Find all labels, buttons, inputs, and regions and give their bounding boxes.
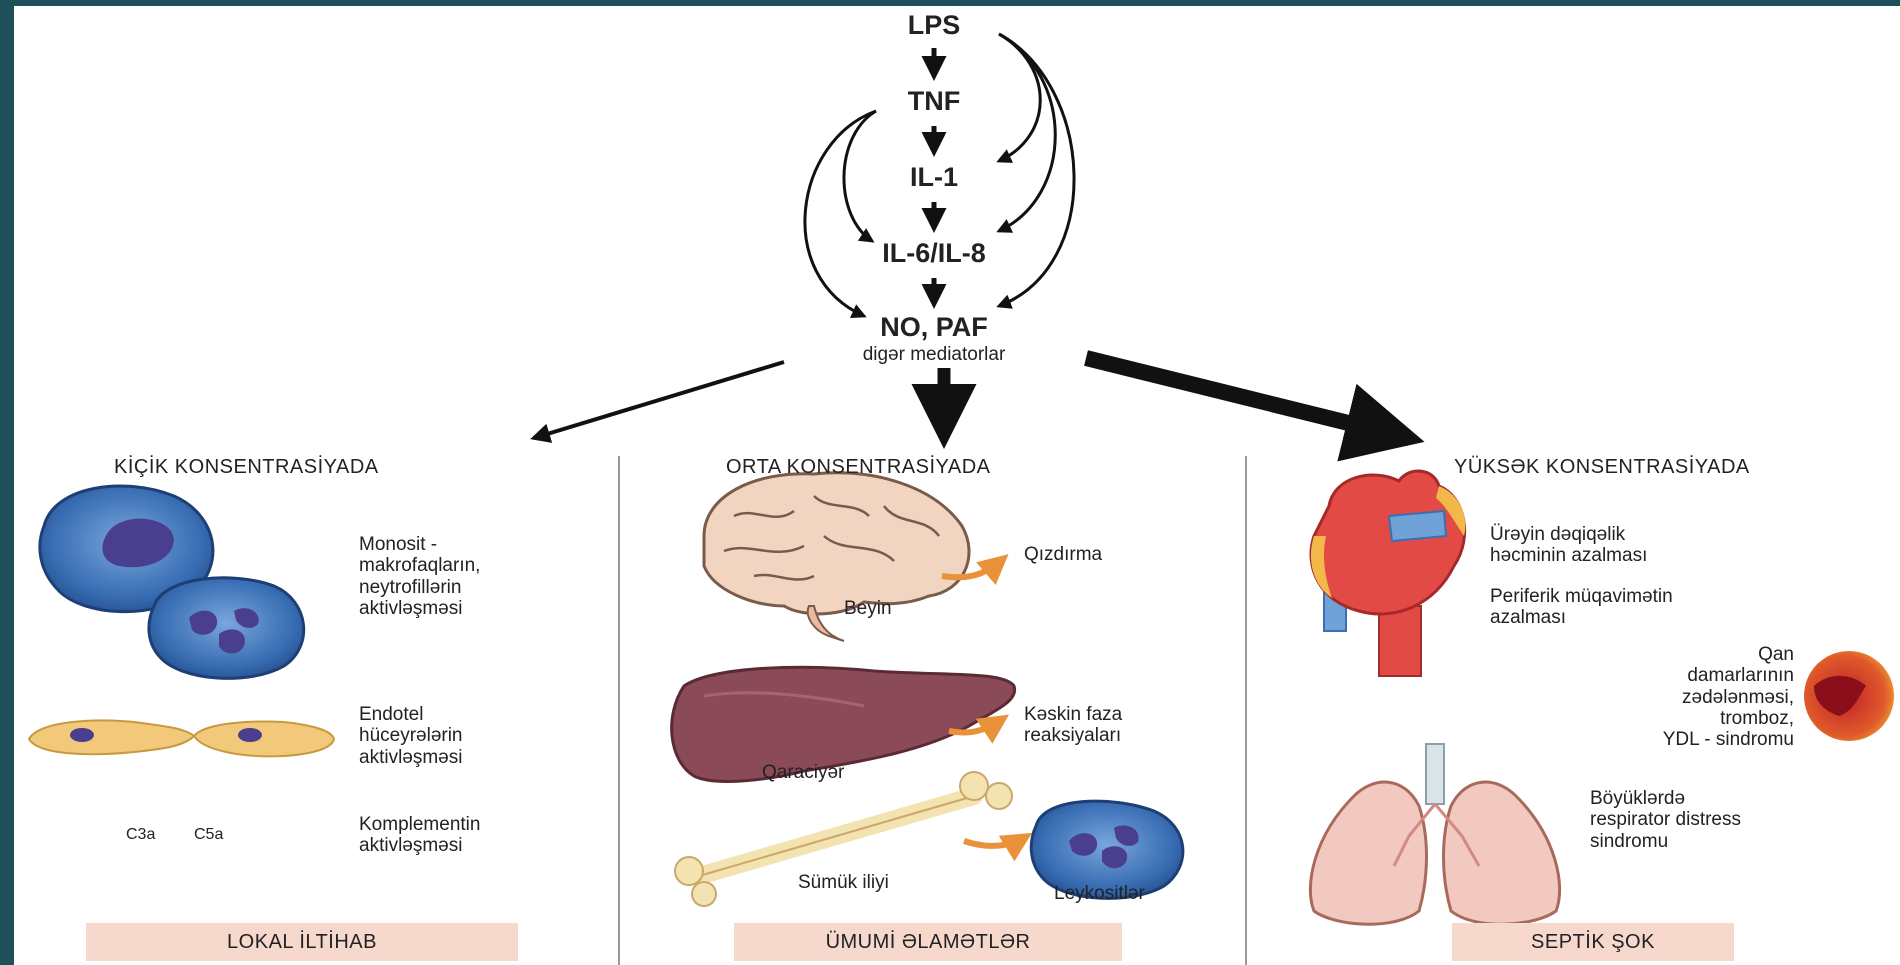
chain-no-paf: NO, PAF xyxy=(804,312,1064,342)
low-concentration-heading: KİÇİK KONSENTRASİYADA xyxy=(114,456,379,478)
peripheral-resistance-label: Periferik müqavimətin azalması xyxy=(1490,586,1673,629)
endothelial-cells-illustration xyxy=(29,720,334,756)
ards-label: Böyüklərdə respirator distress sindromu xyxy=(1590,788,1741,852)
arrow-to-low xyxy=(534,362,784,438)
high-concentration-heading: YÜKSƏK KONSENTRASİYADA xyxy=(1454,456,1750,478)
cardiac-output-label: Ürəyin dəqiqəlik həcminin azalması xyxy=(1490,524,1647,567)
liver-label: Qaraciyər xyxy=(762,762,844,783)
endothelial-activation-label: Endotel hüceyrələrin aktivləşməsi xyxy=(359,704,463,768)
fever-label: Qızdırma xyxy=(1024,544,1102,565)
mid-concentration-heading: ORTA KONSENTRASİYADA xyxy=(726,456,991,478)
c5a-label: C5a xyxy=(194,826,223,844)
chain-il6-il8: IL-6/IL-8 xyxy=(804,238,1064,268)
local-inflammation-footer: LOKAL İLTİHAB xyxy=(86,923,518,961)
brain-illustration xyxy=(704,473,969,641)
bone-marrow-label: Sümük iliyi xyxy=(798,872,889,893)
c3a-label: C3a xyxy=(126,826,155,844)
leukocytes-label: Leykositlər xyxy=(1054,883,1145,904)
lungs-illustration xyxy=(1310,744,1559,924)
chain-tnf: TNF xyxy=(804,86,1064,116)
blood-clot-illustration xyxy=(1804,651,1894,741)
brain-label: Beyin xyxy=(844,598,892,619)
acute-phase-label: Kəskin faza reaksiyaları xyxy=(1024,704,1122,747)
heart-illustration xyxy=(1311,471,1465,676)
arrow-tnf-nopaf xyxy=(805,111,876,316)
chain-il1: IL-1 xyxy=(804,162,1064,192)
monocyte-activation-label: Monosit - makrofaqların, neytrofillərin … xyxy=(359,534,480,619)
vessel-damage-label: Qan damarlarının zədələnməsi, tromboz, Y… xyxy=(1544,644,1794,750)
arrow-lps-il6 xyxy=(999,34,1055,231)
arrow-to-high xyxy=(1086,358,1409,438)
chain-other-mediators: digər mediatorlar xyxy=(804,344,1064,365)
diagram-canvas: LPS TNF IL-1 IL-6/IL-8 NO, PAF digər med… xyxy=(14,6,1900,965)
complement-activation-label: Komplementin aktivləşməsi xyxy=(359,814,480,857)
neutrophil-cell-illustration xyxy=(149,578,304,679)
tnf-curved-arrows xyxy=(805,111,876,316)
arrow-to-leukocytes xyxy=(964,836,1027,846)
general-signs-footer: ÜMUMİ ƏLAMƏTLƏR xyxy=(734,923,1122,961)
chain-lps: LPS xyxy=(804,10,1064,40)
septic-shock-footer: SEPTİK ŞOK xyxy=(1452,923,1734,961)
